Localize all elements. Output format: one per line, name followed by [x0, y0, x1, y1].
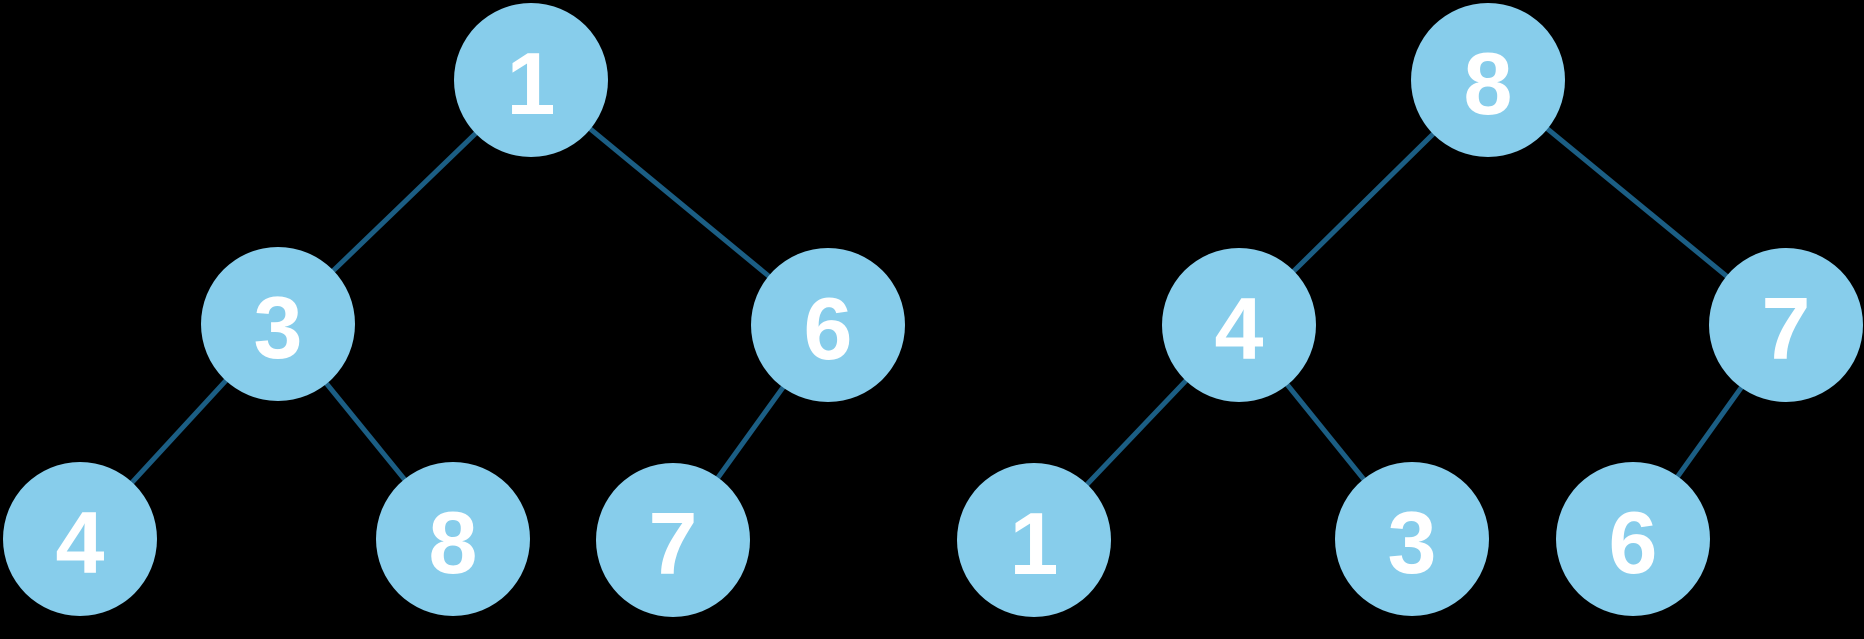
left-binary-tree-node-8: 8 [376, 462, 530, 616]
node-circle [376, 462, 530, 616]
node-label: 4 [1215, 279, 1264, 378]
node-label: 3 [254, 278, 303, 377]
node-circle [1709, 248, 1863, 402]
node-label: 4 [56, 493, 105, 592]
node-label: 1 [507, 34, 556, 133]
node-label: 3 [1388, 493, 1437, 592]
left-binary-tree-node-7: 7 [596, 463, 750, 617]
node-label: 1 [1010, 494, 1059, 593]
right-binary-tree-node-8: 8 [1411, 3, 1565, 157]
node-circle [454, 3, 608, 157]
node-circle [1162, 248, 1316, 402]
node-label: 7 [1762, 279, 1811, 378]
left-binary-tree-node-1: 1 [454, 3, 608, 157]
node-label: 7 [649, 494, 698, 593]
node-label: 8 [1464, 34, 1513, 133]
right-binary-tree-node-7: 7 [1709, 248, 1863, 402]
node-circle [201, 247, 355, 401]
node-circle [3, 462, 157, 616]
node-circle [751, 248, 905, 402]
right-binary-tree: 8 4 7 1 3 6 [957, 3, 1863, 617]
node-label: 6 [804, 279, 853, 378]
node-circle [1335, 462, 1489, 616]
right-binary-tree-node-3: 3 [1335, 462, 1489, 616]
left-binary-tree-node-4: 4 [3, 462, 157, 616]
node-circle [1556, 462, 1710, 616]
right-binary-tree-node-1: 1 [957, 463, 1111, 617]
node-circle [1411, 3, 1565, 157]
left-binary-tree-node-6: 6 [751, 248, 905, 402]
node-circle [957, 463, 1111, 617]
right-binary-tree-node-4: 4 [1162, 248, 1316, 402]
node-circle [596, 463, 750, 617]
left-binary-tree: 1 3 6 4 8 7 [3, 3, 905, 617]
node-label: 8 [429, 493, 478, 592]
node-label: 6 [1609, 493, 1658, 592]
right-binary-tree-node-6: 6 [1556, 462, 1710, 616]
left-binary-tree-node-3: 3 [201, 247, 355, 401]
